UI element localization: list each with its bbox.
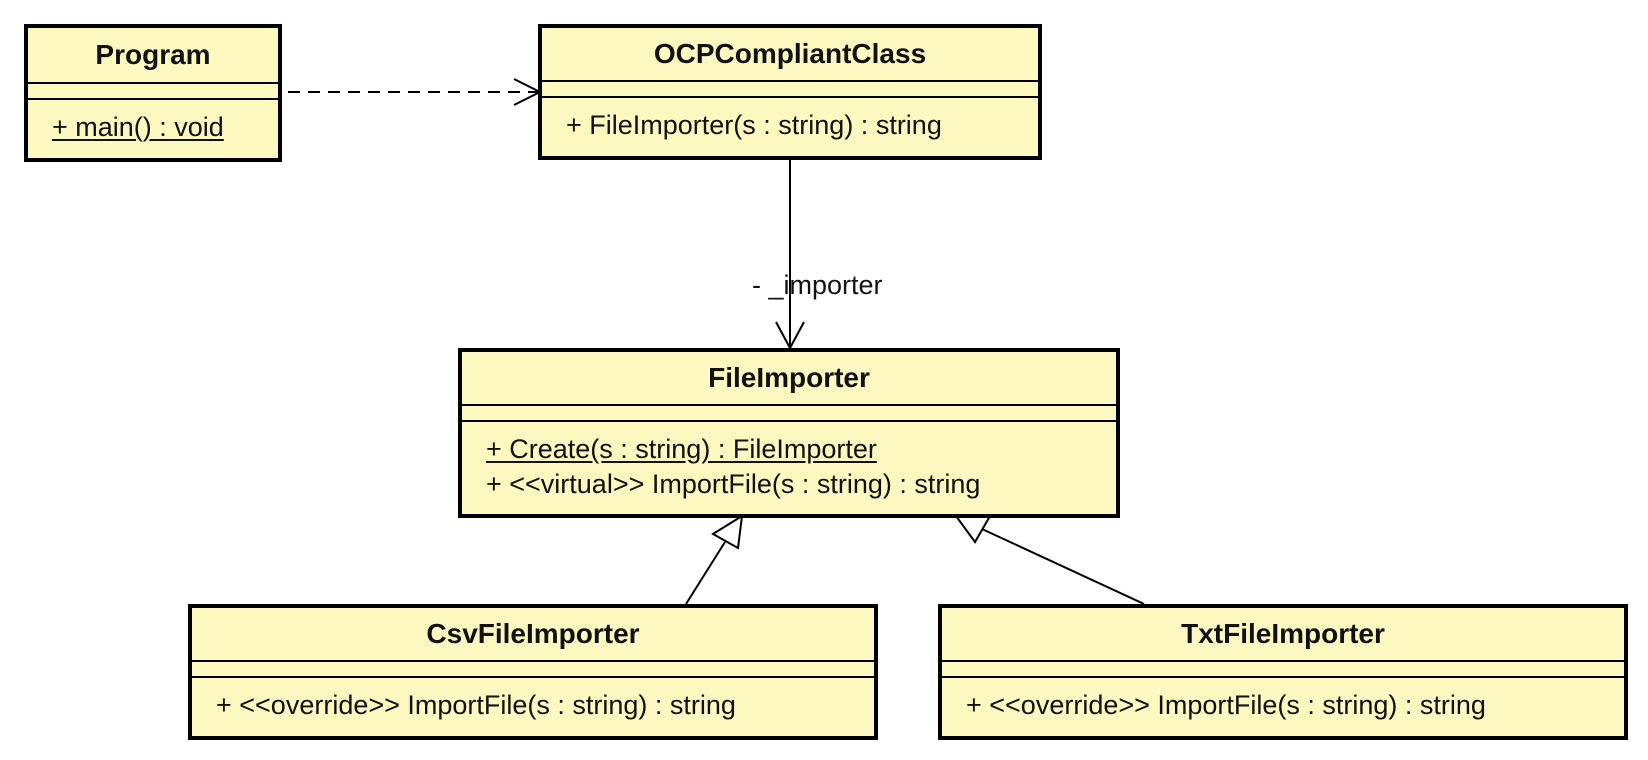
class-csvfileimporter-name: CsvFileImporter (192, 608, 874, 662)
class-ocpcompliantclass-attributes (542, 82, 1038, 98)
class-txtfileimporter-name: TxtFileImporter (942, 608, 1624, 662)
class-fileimporter-operations: + Create(s : string) : FileImporter + <<… (462, 422, 1116, 502)
generalization-csv-to-fileimporter (685, 514, 744, 605)
class-ocpcompliantclass-name: OCPCompliantClass (542, 28, 1038, 82)
class-program[interactable]: Program + main() : void (24, 24, 282, 162)
class-ocpcompliantclass[interactable]: OCPCompliantClass + FileImporter(s : str… (538, 24, 1042, 160)
class-fileimporter-attributes (462, 406, 1116, 422)
operation-main: + main() : void (52, 112, 224, 142)
class-csvfileimporter-attributes (192, 662, 874, 678)
class-txtfileimporter-attributes (942, 662, 1624, 678)
class-fileimporter-name: FileImporter (462, 352, 1116, 406)
class-ocpcompliantclass-operations: + FileImporter(s : string) : string (542, 98, 1038, 143)
class-csvfileimporter[interactable]: CsvFileImporter + <<override>> ImportFil… (188, 604, 878, 740)
class-program-name: Program (28, 28, 278, 84)
class-fileimporter[interactable]: FileImporter + Create(s : string) : File… (458, 348, 1120, 518)
association-ocp-to-fileimporter (775, 160, 805, 351)
class-txtfileimporter[interactable]: TxtFileImporter + <<override>> ImportFil… (938, 604, 1628, 740)
operation-importfile-override-csv: + <<override>> ImportFile(s : string) : … (216, 690, 736, 720)
operation-fileimporter: + FileImporter(s : string) : string (566, 110, 942, 140)
association-role-label: - _importer (752, 270, 883, 300)
dependency-program-to-ocp (288, 78, 543, 106)
class-csvfileimporter-operations: + <<override>> ImportFile(s : string) : … (192, 678, 874, 723)
class-txtfileimporter-operations: + <<override>> ImportFile(s : string) : … (942, 678, 1624, 723)
generalization-txt-to-fileimporter (954, 515, 1145, 605)
operation-create: + Create(s : string) : FileImporter (486, 434, 877, 464)
class-program-attributes (28, 84, 278, 100)
operation-importfile-override-txt: + <<override>> ImportFile(s : string) : … (966, 690, 1486, 720)
operation-importfile-virtual: + <<virtual>> ImportFile(s : string) : s… (486, 469, 981, 499)
class-program-operations: + main() : void (28, 100, 278, 145)
